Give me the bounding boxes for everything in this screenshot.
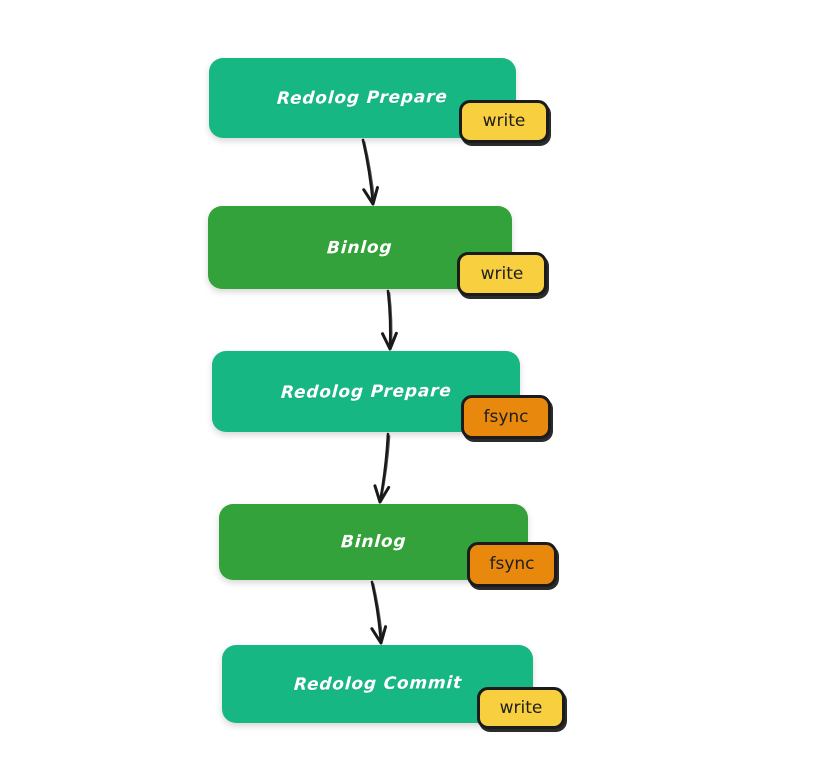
- op-badge-write-3[interactable]: write: [477, 687, 565, 729]
- flow-step-label: Redolog Prepare: [280, 380, 452, 403]
- flow-step-label: Redolog Commit: [292, 673, 463, 695]
- op-badge-fsync-1[interactable]: fsync: [461, 395, 551, 439]
- op-badge-write-1[interactable]: write: [459, 100, 549, 143]
- op-badge-label: write: [499, 697, 543, 718]
- op-badge-write-2[interactable]: write: [457, 252, 547, 296]
- op-badge-label: fsync: [483, 406, 529, 427]
- flow-step-label: Binlog: [326, 237, 394, 258]
- op-badge-fsync-2[interactable]: fsync: [467, 542, 557, 587]
- op-badge-label: fsync: [489, 554, 535, 574]
- op-badge-label: write: [480, 263, 524, 284]
- flow-step-label: Redolog Prepare: [276, 87, 449, 109]
- flow-step-label: Binlog: [340, 531, 407, 553]
- op-badge-label: write: [482, 111, 526, 131]
